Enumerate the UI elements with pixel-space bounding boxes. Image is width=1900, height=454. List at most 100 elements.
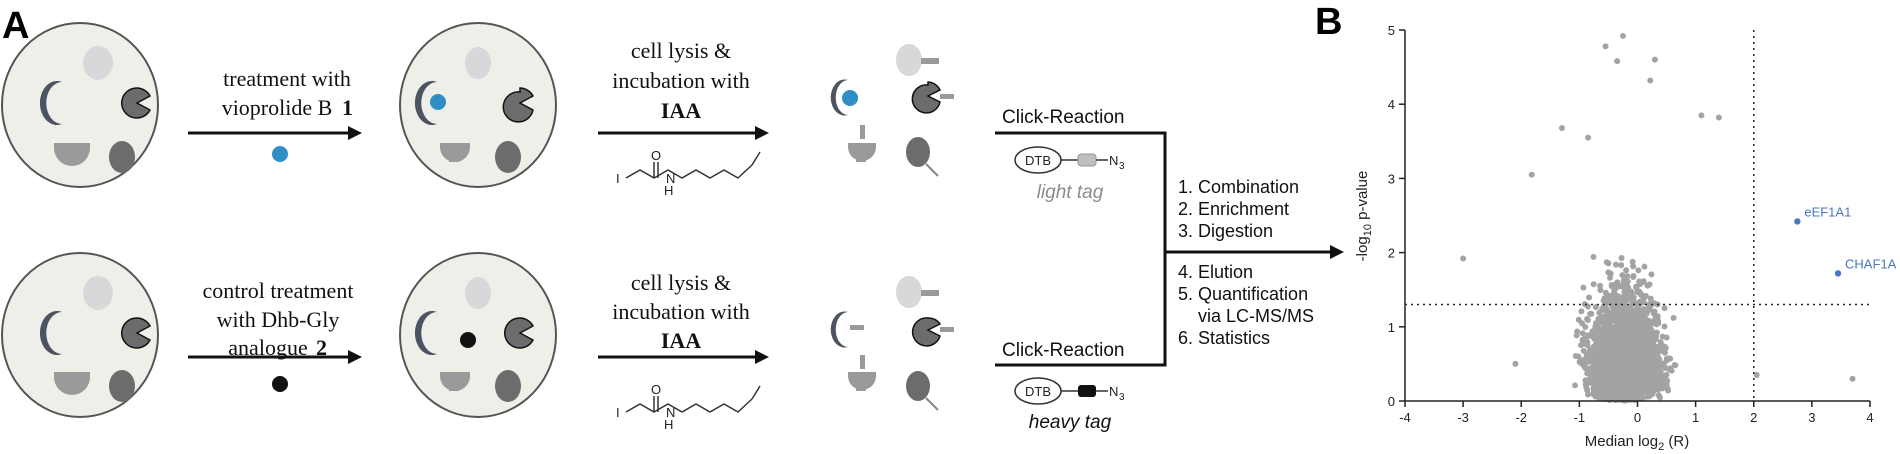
scatter-point <box>1647 77 1654 84</box>
scatter-point <box>1623 267 1630 274</box>
workflow-step-4: 4. Elution <box>1178 262 1253 282</box>
scatter-point <box>1606 319 1613 326</box>
scatter-point <box>1610 302 1617 309</box>
vioprolide-dot <box>272 146 288 162</box>
scatter-point <box>1604 300 1611 307</box>
light-tag <box>1014 146 1108 174</box>
scatter-point <box>1590 365 1597 372</box>
scatter-point <box>1633 388 1640 395</box>
highlight-point <box>1834 270 1842 277</box>
x-tick-label: 2 <box>1750 410 1757 425</box>
scatter-point <box>1578 342 1585 349</box>
highlight-label: CHAF1A <box>1845 256 1897 271</box>
scatter-point <box>1582 324 1589 331</box>
scatter-point <box>1611 366 1618 373</box>
scatter-point <box>1647 343 1654 350</box>
scatter-point <box>1630 263 1637 270</box>
scatter-point <box>1597 286 1604 293</box>
lysis-text-top-bold: IAA <box>661 98 701 123</box>
lysis-text-top-2: incubation with <box>612 68 749 93</box>
lysate-proteins-top <box>830 44 954 177</box>
scatter-point <box>1849 375 1856 382</box>
scatter-point <box>1608 371 1615 378</box>
scatter-point <box>1698 112 1705 119</box>
scatter-point <box>1590 253 1597 260</box>
cell-bottom-untreated <box>1 252 159 418</box>
panel-label-b: B <box>1315 1 1342 43</box>
control-dot <box>272 376 288 392</box>
y-tick-label: 4 <box>1388 97 1395 112</box>
y-tick-label: 3 <box>1388 171 1395 186</box>
cell-top-treated <box>399 22 557 188</box>
scatter-point <box>1629 351 1636 358</box>
treatment-text-top-2: vioprolide B <box>222 95 333 120</box>
workflow-step-6: 6. Statistics <box>1178 328 1270 348</box>
scatter-point <box>1617 392 1624 399</box>
scatter-point <box>1574 328 1581 335</box>
scatter-point <box>1575 353 1582 360</box>
arrow-bottom-1 <box>188 350 362 364</box>
scatter-points <box>1460 32 1856 404</box>
cell-bottom-treated <box>399 252 557 418</box>
scatter-point <box>1512 360 1519 367</box>
scatter-point <box>1617 326 1624 333</box>
treatment-text-bottom-3: analogue <box>228 335 307 360</box>
scatter-point <box>1662 372 1669 379</box>
scatter-point <box>1645 387 1652 394</box>
scatter-point <box>1614 279 1621 286</box>
iaa-amide-h-top: H <box>664 183 673 198</box>
x-tick-label: -4 <box>1399 410 1411 425</box>
scatter-point <box>1638 310 1645 317</box>
merge-bracket <box>995 131 1167 367</box>
scatter-point <box>1659 333 1666 340</box>
scatter-point <box>1631 333 1638 340</box>
scatter-point <box>1592 304 1599 311</box>
scatter-point <box>1608 295 1615 302</box>
scatter-point <box>1625 306 1632 313</box>
scatter-point <box>1608 281 1615 288</box>
scatter-point <box>1629 364 1636 371</box>
treatment-number-top: 1 <box>342 95 353 120</box>
scatter-point <box>1612 261 1619 268</box>
scatter-point <box>1753 372 1760 379</box>
x-tick-label: -2 <box>1515 410 1527 425</box>
scatter-point <box>1633 375 1640 382</box>
scatter-point <box>1630 340 1637 347</box>
scatter-point <box>1618 262 1625 269</box>
scatter-point <box>1648 271 1655 278</box>
scatter-point <box>1643 310 1650 317</box>
scatter-point <box>1636 288 1643 295</box>
light-tag-label: light tag <box>1037 182 1104 203</box>
click-reaction-label-bottom: Click-Reaction <box>1002 340 1124 361</box>
scatter-point <box>1579 330 1586 337</box>
scatter-point <box>1571 382 1578 389</box>
scatter-point <box>1611 394 1618 401</box>
scatter-point <box>1618 340 1625 347</box>
scatter-point <box>1646 281 1653 288</box>
workflow-step-5b: via LC-MS/MS <box>1198 306 1314 326</box>
scatter-point <box>1614 306 1621 313</box>
treatment-text-bottom-1: control treatment <box>203 278 354 303</box>
scatter-point <box>1651 56 1658 63</box>
scatter-point <box>1581 301 1588 308</box>
scatter-point <box>1580 284 1587 291</box>
scatter-point <box>1597 282 1604 289</box>
workflow-step-5: 5. Quantification <box>1178 284 1308 304</box>
scatter-point <box>1639 342 1646 349</box>
scatter-point <box>1613 345 1620 352</box>
click-reaction-label-top: Click-Reaction <box>1002 107 1124 128</box>
scatter-point <box>1661 305 1668 312</box>
scatter-point <box>1586 379 1593 386</box>
scatter-point <box>1590 343 1597 350</box>
lysate-proteins-bottom <box>830 276 954 411</box>
scatter-point <box>1637 371 1644 378</box>
scatter-point <box>1659 385 1666 392</box>
scatter-point <box>1656 394 1663 401</box>
scatter-point <box>1629 297 1636 304</box>
scatter-point <box>1621 285 1628 292</box>
x-tick-label: -3 <box>1457 410 1469 425</box>
tag-azide-top: N <box>1109 153 1118 168</box>
scatter-point <box>1590 281 1597 288</box>
scatter-point <box>1609 386 1616 393</box>
scatter-point <box>1583 384 1590 391</box>
